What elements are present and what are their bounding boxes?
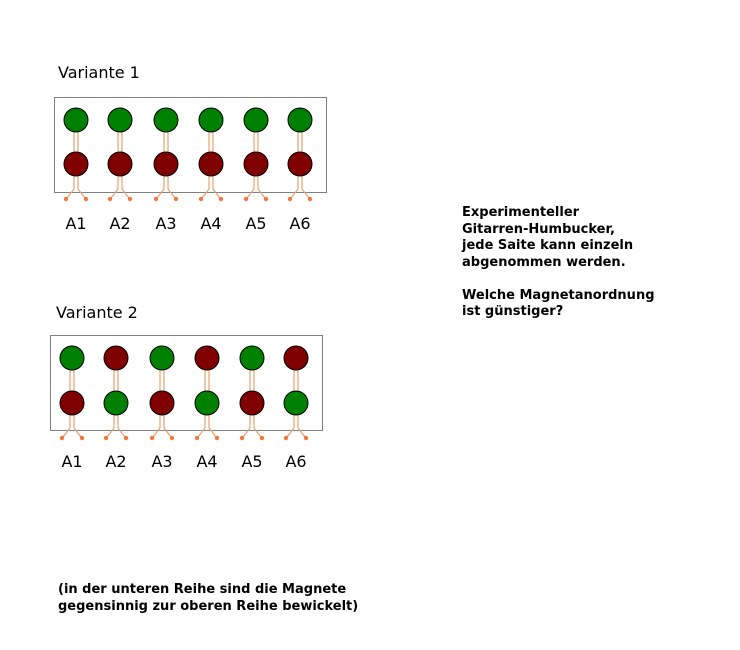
string-label-a5: A5 [245, 214, 266, 233]
magnet-top-4 [194, 345, 220, 371]
lead-wire [301, 188, 310, 199]
lead-terminal [63, 196, 69, 202]
string-label-a3: A3 [151, 452, 172, 471]
lead-terminal [79, 435, 85, 441]
magnet-bottom-3 [153, 151, 179, 177]
lead-wire [163, 427, 172, 438]
magnet-bottom-6 [287, 151, 313, 177]
lead-wire [246, 188, 255, 199]
lead-wire [73, 427, 82, 438]
lead-wire [253, 427, 262, 438]
magnet-top-3 [149, 345, 175, 371]
lead-wire [106, 427, 115, 438]
magnet-bottom-1 [59, 390, 85, 416]
lead-wire [156, 188, 165, 199]
lead-wire [208, 427, 217, 438]
magnet-top-6 [283, 345, 309, 371]
string-label-a3: A3 [155, 214, 176, 233]
lead-wire [152, 427, 161, 438]
lead-terminal [194, 435, 200, 441]
lead-terminal [169, 435, 175, 441]
lead-wire [297, 427, 306, 438]
description-text: Experimenteller Gitarren-Humbucker, jede… [462, 205, 655, 319]
lead-wire [77, 188, 86, 199]
footnote-text: (in der unteren Reihe sind die Magnete g… [58, 582, 359, 614]
lead-terminal [107, 196, 113, 202]
lead-terminal [218, 196, 224, 202]
lead-terminal [173, 196, 179, 202]
magnet-bottom-6 [283, 390, 309, 416]
magnet-bottom-2 [103, 390, 129, 416]
magnet-top-2 [103, 345, 129, 371]
magnet-bottom-5 [243, 151, 269, 177]
magnet-top-3 [153, 107, 179, 133]
lead-terminal [149, 435, 155, 441]
lead-terminal [127, 196, 133, 202]
lead-wire [242, 427, 251, 438]
magnet-bottom-5 [239, 390, 265, 416]
lead-terminal [153, 196, 159, 202]
string-label-a2: A2 [109, 214, 130, 233]
lead-terminal [263, 196, 269, 202]
lead-wire [167, 188, 176, 199]
magnet-top-4 [198, 107, 224, 133]
lead-terminal [307, 196, 313, 202]
lead-terminal [103, 435, 109, 441]
magnet-top-2 [107, 107, 133, 133]
lead-terminal [303, 435, 309, 441]
string-label-a6: A6 [289, 214, 310, 233]
lead-wire [110, 188, 119, 199]
lead-wire [121, 188, 130, 199]
string-label-a5: A5 [241, 452, 262, 471]
string-label-a2: A2 [105, 452, 126, 471]
pickup-frame [54, 97, 327, 193]
string-label-a6: A6 [285, 452, 306, 471]
magnet-bottom-4 [194, 390, 220, 416]
string-label-a4: A4 [196, 452, 217, 471]
lead-terminal [239, 435, 245, 441]
variant-1-title: Variante 1 [58, 63, 140, 82]
lead-terminal [59, 435, 65, 441]
lead-terminal [214, 435, 220, 441]
pickup-frame [50, 335, 323, 431]
lead-wire [117, 427, 126, 438]
magnet-bottom-4 [198, 151, 224, 177]
lead-wire [197, 427, 206, 438]
lead-terminal [243, 196, 249, 202]
magnet-bottom-2 [107, 151, 133, 177]
lead-terminal [283, 435, 289, 441]
lead-wire [212, 188, 221, 199]
lead-wire [290, 188, 299, 199]
lead-terminal [123, 435, 129, 441]
string-label-a1: A1 [61, 452, 82, 471]
lead-wire [201, 188, 210, 199]
lead-terminal [83, 196, 89, 202]
magnet-bottom-3 [149, 390, 175, 416]
lead-terminal [198, 196, 204, 202]
magnet-top-5 [239, 345, 265, 371]
lead-terminal [259, 435, 265, 441]
lead-wire [257, 188, 266, 199]
string-label-a1: A1 [65, 214, 86, 233]
lead-wire [66, 188, 75, 199]
magnet-top-6 [287, 107, 313, 133]
variant-2-title: Variante 2 [56, 303, 138, 322]
magnet-top-1 [63, 107, 89, 133]
magnet-top-5 [243, 107, 269, 133]
lead-wire [62, 427, 71, 438]
lead-terminal [287, 196, 293, 202]
magnet-bottom-1 [63, 151, 89, 177]
string-label-a4: A4 [200, 214, 221, 233]
lead-wire [286, 427, 295, 438]
magnet-top-1 [59, 345, 85, 371]
